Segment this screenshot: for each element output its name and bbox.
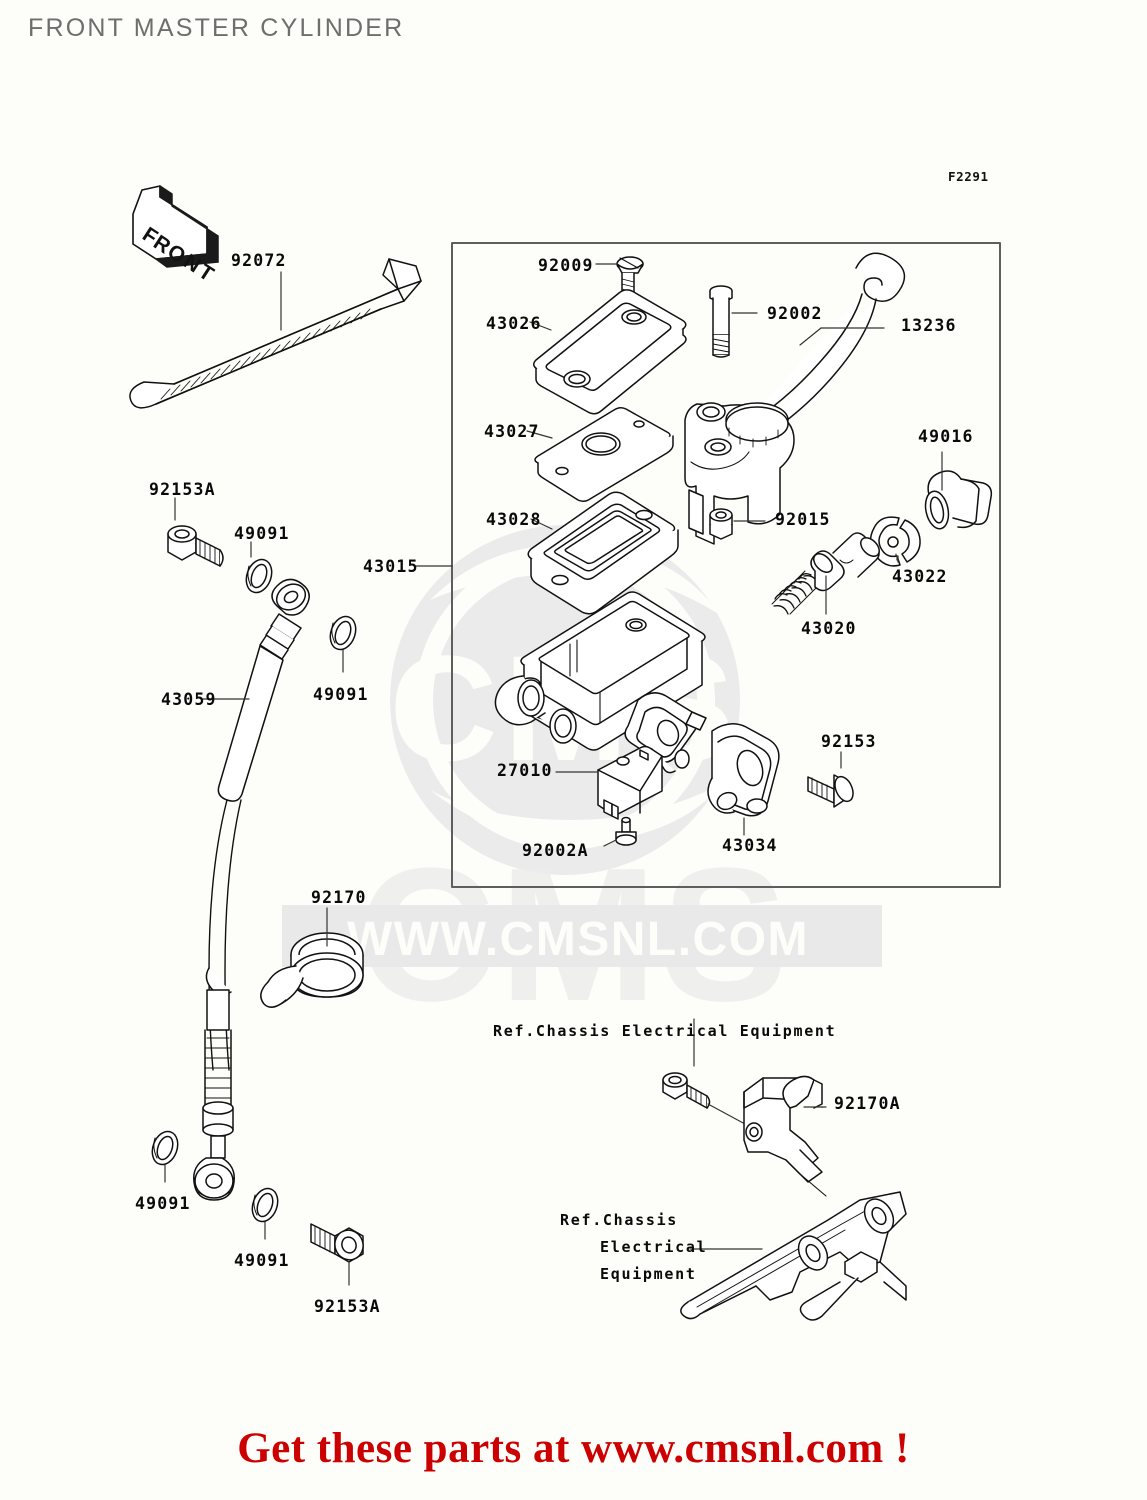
ref-bolt-upper [662,1018,746,1125]
part-43034-clamp-holder [707,723,780,836]
part-label-92153A-lower[interactable]: 92153A [314,1297,381,1316]
part-49016-dust-boot [924,451,993,530]
part-43026-reservoir-cap [529,289,687,415]
part-label-13236[interactable]: 13236 [901,316,957,335]
part-label-92002A[interactable]: 92002A [522,841,589,860]
part-49091-washer-c [151,1130,179,1183]
ref-note-line-2: Electrical [600,1238,708,1256]
part-92002-pivot-bolt [709,285,758,358]
part-92015-nut [709,508,766,540]
watermark-url-band: WWW.CMSNL.COM [282,905,882,967]
part-49091-washer-b [329,615,357,673]
ref-note-chassis-electrical-bottom: Ref.Chassis Electrical Equipment [560,1207,707,1288]
part-92072-band [129,258,422,409]
part-label-92002[interactable]: 92002 [767,304,823,323]
part-label-43020[interactable]: 43020 [801,619,857,638]
part-label-43022[interactable]: 43022 [892,567,948,586]
part-13236-brake-lever [684,252,906,545]
part-label-92015[interactable]: 92015 [775,510,831,529]
watermark-url-text: WWW.CMSNL.COM [347,913,809,966]
front-direction-marker: F R O N T [132,185,219,286]
ref-note-line-3: Equipment [600,1265,697,1283]
part-label-43026[interactable]: 43026 [486,314,542,333]
part-27010-switch [555,745,663,820]
part-43028-diaphragm [527,491,679,615]
ref-chassis-bracket [680,1191,907,1321]
assembly-box-frame [414,242,1001,888]
part-label-49091-a[interactable]: 49091 [234,524,290,543]
part-label-43015[interactable]: 43015 [363,557,419,576]
part-label-92072[interactable]: 92072 [231,251,287,270]
part-label-49091-b[interactable]: 49091 [313,685,369,704]
footer-cta[interactable]: Get these parts at www.cmsnl.com ! [237,1425,910,1472]
part-43020-piston-assembly [771,532,880,615]
part-49091-washer-a [245,541,273,594]
ref-note-chassis-electrical-top: Ref.Chassis Electrical Equipment [493,1022,837,1040]
part-label-49091-d[interactable]: 49091 [234,1251,290,1270]
part-92153A-banjo-bolt-lower [310,1223,364,1286]
part-label-43028[interactable]: 43028 [486,510,542,529]
part-92153-clamp-bolt [807,751,854,808]
page-title: FRONT MASTER CYLINDER [28,14,405,42]
part-43015-cylinder-body [494,591,707,774]
part-92170-clamp [260,907,364,1008]
part-label-43034[interactable]: 43034 [722,836,778,855]
part-label-27010[interactable]: 27010 [497,761,553,780]
part-label-92153A-upper[interactable]: 92153A [149,480,216,499]
part-label-92009[interactable]: 92009 [538,256,594,275]
ref-note-line-1: Ref.Chassis [560,1211,679,1229]
part-label-43059[interactable]: 43059 [161,690,217,709]
part-label-92170[interactable]: 92170 [311,888,367,907]
sheet-code: F2291 [948,169,989,184]
part-43027-plate [526,406,674,503]
part-label-92170A[interactable]: 92170A [834,1094,901,1113]
part-43059-brake-hose [193,578,310,1201]
part-92170A-wire-clamp [743,1075,827,1197]
part-label-49091-c[interactable]: 49091 [135,1194,191,1213]
part-92153A-banjo-bolt-upper [167,497,224,567]
part-49091-washer-d [251,1187,279,1240]
part-label-92153[interactable]: 92153 [821,732,877,751]
part-label-49016[interactable]: 49016 [918,427,974,446]
part-label-43027[interactable]: 43027 [484,422,540,441]
part-92002A-screw [603,816,637,847]
